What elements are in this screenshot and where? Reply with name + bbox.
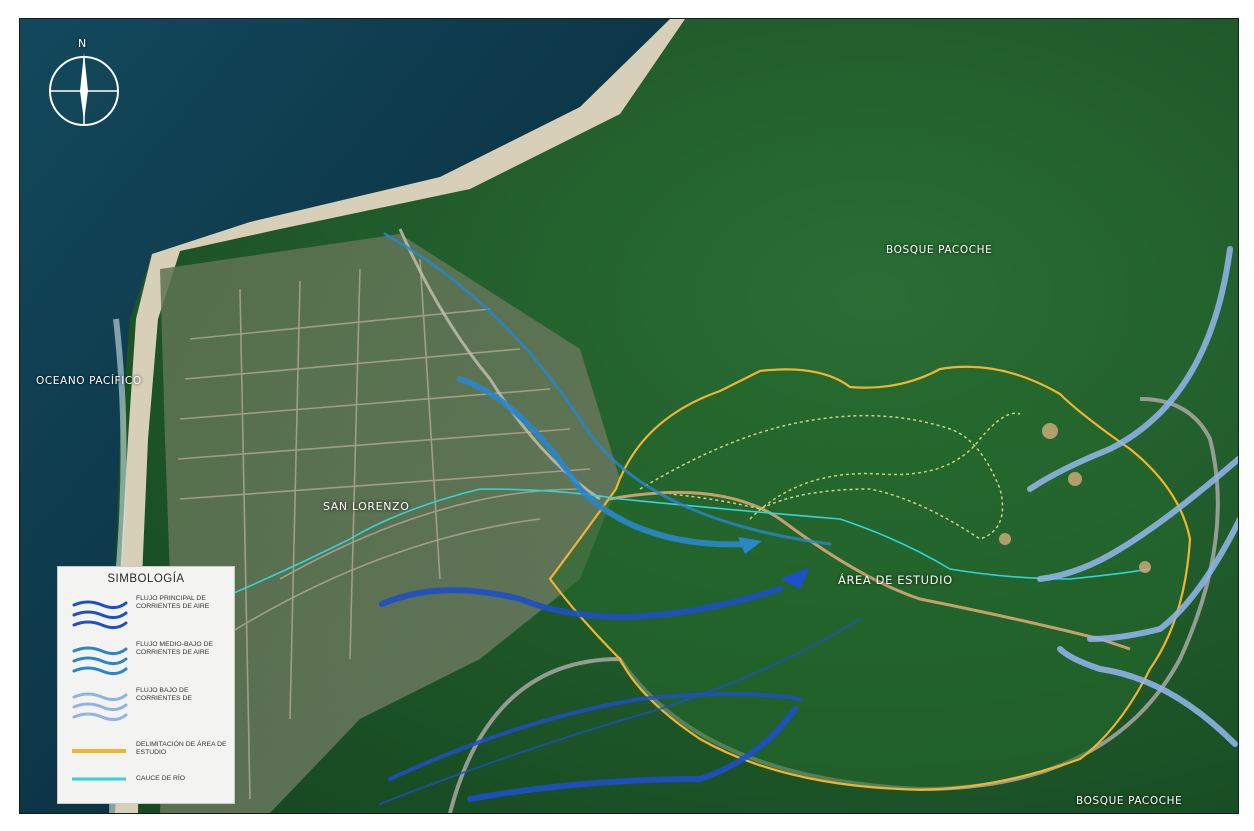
flow-medium — [383, 232, 832, 548]
ocean-label: OCEANO PACÍFICO — [36, 375, 142, 387]
forest-top-label: BOSQUE PACOCHE — [886, 244, 993, 256]
map-frame: N OCEANO PACÍFICO BOSQUE PACOCHE BOSQUE … — [19, 18, 1239, 814]
medium-flow-arrows-icon — [72, 646, 128, 676]
north-compass: N — [44, 37, 124, 129]
legend-label-river: CAUCE DE RÍO — [136, 775, 186, 782]
legend-label-boundary: DELIMITACIÓN DE ÁREA DE ESTUDIO — [136, 741, 227, 756]
trail-north — [749, 412, 1021, 520]
legend-label-main-flow: FLUJO PRINCIPAL DE CORRIENTES DE AIRE — [136, 595, 210, 610]
trail-loop — [639, 414, 1004, 540]
legend-item-main-flow: FLUJO PRINCIPAL DE CORRIENTES DE AIRE — [58, 593, 234, 637]
legend-label-medium-flow: FLUJO MEDIO-BAJO DE CORRIENTES DE AIRE — [136, 641, 214, 656]
legend-title: SIMBOLOGÍA — [107, 573, 185, 585]
study-area-structures — [999, 423, 1151, 573]
town-area — [160, 234, 620, 813]
town-label: SAN LORENZO — [323, 500, 410, 513]
river — [219, 488, 1151, 600]
flow-main — [379, 586, 861, 805]
legend-item-medium-flow: FLUJO MEDIO-BAJO DE CORRIENTES DE AIRE — [58, 639, 234, 683]
legend: SIMBOLOGÍA FLUJO PRINCIPAL DE CORRIENTES… — [57, 566, 235, 804]
legend-item-river: CAUCE DE RÍO — [58, 765, 234, 809]
ocean-area — [20, 19, 670, 813]
boundary-line-icon — [72, 749, 126, 753]
flow-main-arrowhead — [780, 567, 810, 589]
river-line-icon — [72, 777, 126, 781]
trail-main — [609, 490, 1131, 651]
flow-medium-arrowhead — [738, 537, 762, 554]
north-arrow-icon — [80, 53, 88, 121]
surf — [109, 318, 127, 813]
low-flow-arrows-icon — [72, 692, 128, 722]
legend-item-low-flow: FLUJO BAJO DE CORRIENTES DE — [58, 685, 234, 729]
legend-item-boundary: DELIMITACIÓN DE ÁREA DE ESTUDIO — [58, 731, 234, 775]
main-flow-arrows-icon — [72, 600, 128, 630]
beach — [115, 19, 685, 813]
forest-bottom-label: BOSQUE PACOCHE — [1076, 795, 1183, 807]
street-grid — [177, 258, 591, 800]
flow-low — [1027, 246, 1238, 747]
legend-label-low-flow: FLUJO BAJO DE CORRIENTES DE — [136, 687, 192, 702]
study-area-label: ÁREA DE ESTUDIO — [838, 573, 953, 587]
compass-north-label: N — [78, 37, 87, 50]
